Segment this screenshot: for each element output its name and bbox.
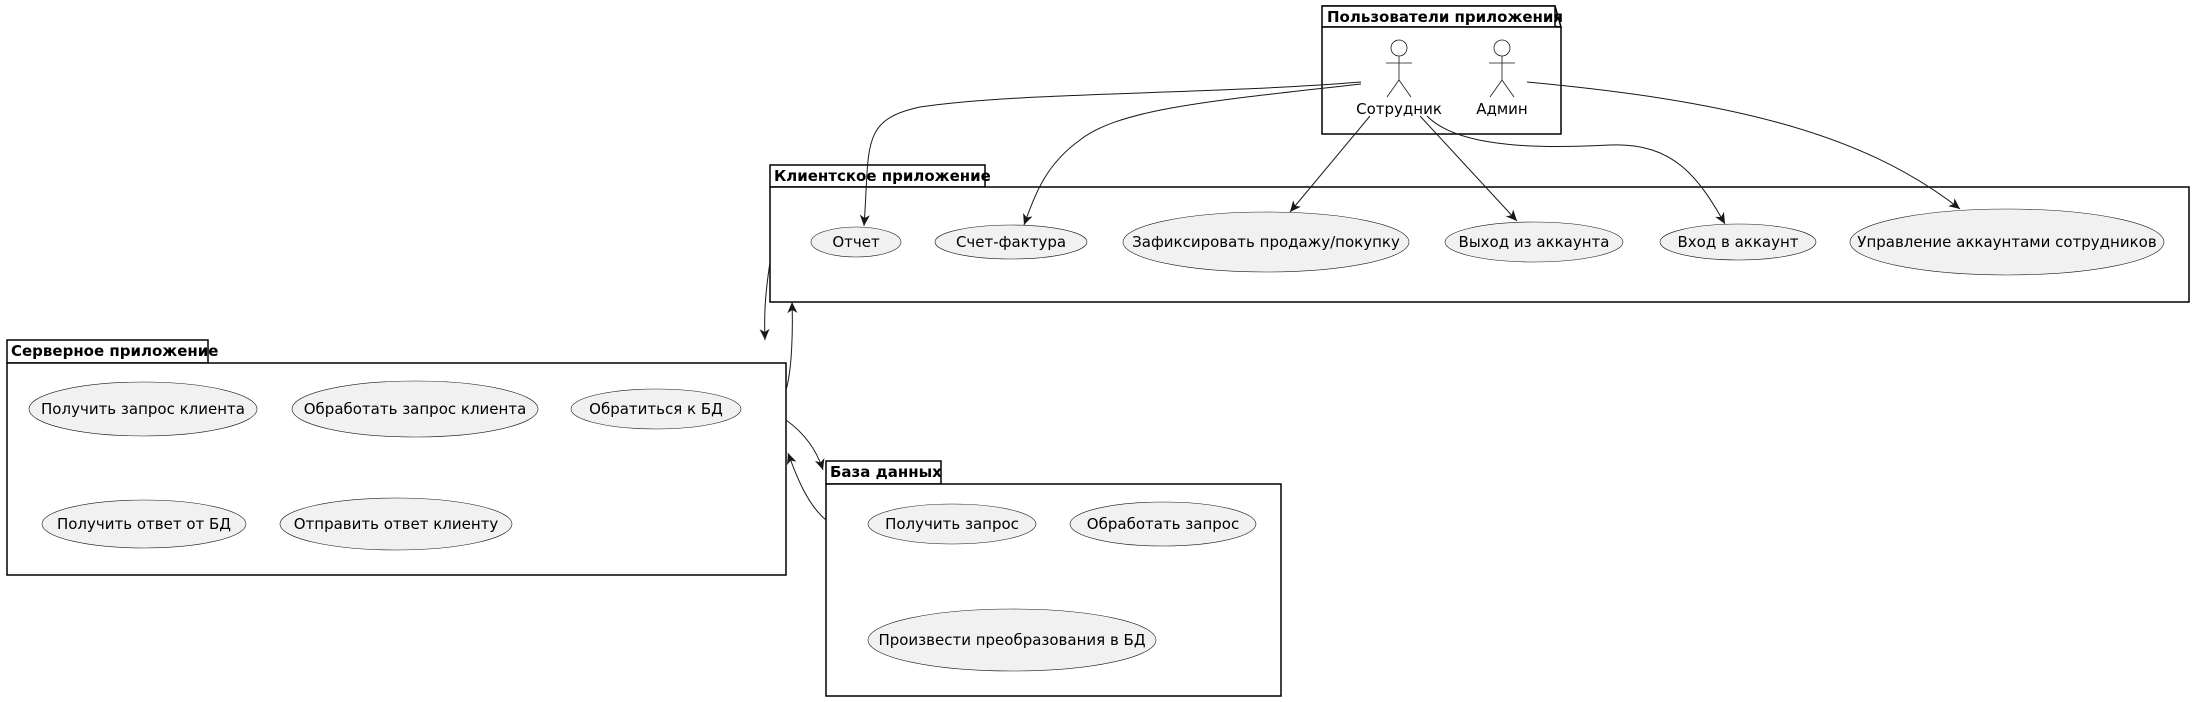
usecase-transform: Произвести преобразования в БД xyxy=(867,608,1157,672)
usecase-receive-db-response: Получить ответ от БД xyxy=(41,499,247,549)
usecase-login: Вход в аккаунт xyxy=(1659,223,1817,261)
usecase-invoice-label: Счет-фактура xyxy=(956,233,1066,251)
usecase-access-db-label: Обратиться к БД xyxy=(589,400,723,418)
package-users: Пользователи приложения xyxy=(1321,5,1563,135)
usecase-manage-accounts: Управление аккаунтами сотрудников xyxy=(1849,208,2165,276)
edge-employee-login xyxy=(1426,115,1726,225)
usecase-send-response: Отправить ответ клиенту xyxy=(279,497,513,551)
usecase-process-query-label: Обработать запрос xyxy=(1087,515,1239,533)
edge-server-to-client xyxy=(785,301,798,391)
usecase-invoice: Счет-фактура xyxy=(934,224,1088,260)
usecase-logout: Выход из аккаунта xyxy=(1444,221,1624,263)
actor-employee-label: Сотрудник xyxy=(1356,100,1442,118)
edge-employee-logout xyxy=(1419,115,1518,222)
usecase-receive-request: Получить запрос клиента xyxy=(28,381,258,437)
usecase-send-response-label: Отправить ответ клиенту xyxy=(294,515,499,533)
edge-server-to-db xyxy=(785,419,825,471)
usecase-receive-request-label: Получить запрос клиента xyxy=(41,400,245,418)
actor-admin-label: Админ xyxy=(1476,100,1528,118)
usecase-report: Отчет xyxy=(810,226,902,258)
edge-employee-report xyxy=(859,81,1362,227)
package-server-title: Серверное приложение xyxy=(11,342,218,360)
usecase-process-query: Обработать запрос xyxy=(1069,501,1257,547)
usecase-report-label: Отчет xyxy=(832,233,880,251)
package-client-title: Клиентское приложение xyxy=(774,167,991,185)
usecase-manage-accounts-label: Управление аккаунтами сотрудников xyxy=(1857,233,2156,251)
usecase-access-db: Обратиться к БД xyxy=(570,388,742,430)
package-users-title: Пользователи приложения xyxy=(1327,8,1563,26)
actor-employee: Сотрудник xyxy=(1356,39,1442,118)
package-db-title: База данных xyxy=(830,463,942,481)
usecase-logout-label: Выход из аккаунта xyxy=(1459,233,1610,251)
usecase-record-sale: Зафиксировать продажу/покупку xyxy=(1122,211,1410,273)
edge-client-to-server xyxy=(759,261,771,341)
edge-employee-invoice xyxy=(1023,83,1362,226)
usecase-record-sale-label: Зафиксировать продажу/покупку xyxy=(1132,233,1400,251)
usecase-receive-query-label: Получить запрос xyxy=(885,515,1019,533)
usecase-transform-label: Произвести преобразования в БД xyxy=(878,631,1145,649)
usecase-receive-query: Получить запрос xyxy=(867,503,1037,545)
usecase-login-label: Вход в аккаунт xyxy=(1677,233,1798,251)
edge-employee-record-sale xyxy=(1289,115,1371,213)
usecase-process-request-label: Обработать запрос клиента xyxy=(304,400,527,418)
edge-db-to-server xyxy=(787,452,827,521)
usecase-process-request: Обработать запрос клиента xyxy=(291,380,539,438)
actor-admin: Админ xyxy=(1476,39,1528,118)
usecase-receive-db-response-label: Получить ответ от БД xyxy=(57,515,231,533)
edge-admin-manage-accounts xyxy=(1526,81,1961,210)
